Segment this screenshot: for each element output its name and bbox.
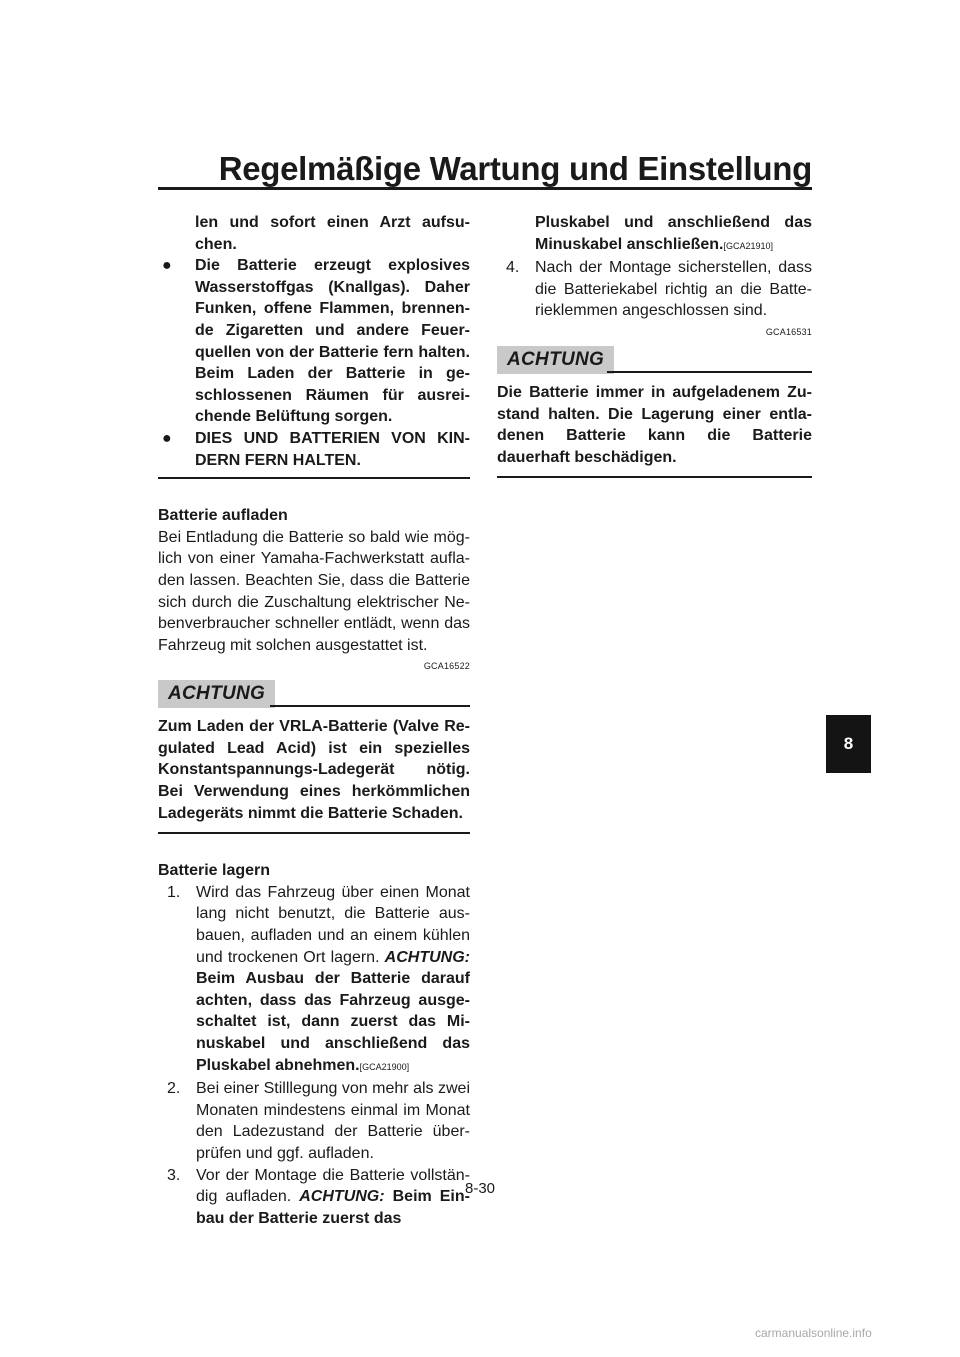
- notice-1-end-rule: [158, 832, 470, 835]
- warning-bullet-1-text: Die Batterie erzeugt explosives Wasserst…: [195, 257, 470, 426]
- step-3: 3. Vor der Montage die Batterie vollstän…: [158, 1165, 470, 1230]
- step-2-text: Bei einer Stilllegung von mehr als zwei …: [196, 1080, 470, 1162]
- section-heading-charge: Batterie aufladen: [158, 507, 288, 525]
- step-3-continued: Pluskabel und anschließend das Minuskabe…: [497, 212, 812, 257]
- section-heading-store: Batterie lagern: [158, 862, 271, 880]
- charge-paragraph: Bei Entladung die Batterie so bald wie m…: [158, 528, 470, 654]
- right-column: Pluskabel und anschließend das Minuskabe…: [497, 212, 812, 479]
- watermark: carmanualsonline.info: [755, 1326, 872, 1340]
- left-column: len und sofort einen Arzt aufsu-chen. ● …: [158, 212, 470, 1229]
- step-1-caution: Beim Ausbau der Batterie darauf achten, …: [196, 970, 470, 1074]
- warning-bullet-2-text: DIES UND BATTERIEN VON KIN-DERN FERN HAL…: [195, 429, 470, 469]
- step-1: 1. Wird das Fahrzeug über einen Monat la…: [158, 882, 470, 1078]
- bullet-dot-icon: ●: [162, 429, 172, 447]
- notice-header-rule: [607, 370, 812, 373]
- step-2-number: 2.: [167, 1080, 181, 1098]
- chapter-tab: 8: [826, 715, 871, 773]
- step-1-achtung: ACHTUNG:: [384, 948, 470, 966]
- title-rule: [158, 187, 812, 190]
- warning-continuation: len und sofort einen Arzt aufsu-chen.: [195, 214, 470, 253]
- step-2: 2. Bei einer Stilllegung von mehr als zw…: [158, 1078, 470, 1164]
- bullet-dot-icon: ●: [162, 257, 172, 275]
- page-number: 8-30: [464, 1180, 496, 1197]
- reference-code: GCA16531: [765, 326, 812, 337]
- notice-header-2: ACHTUNG: [497, 345, 812, 374]
- step-4-text: Nach der Montage sicherstellen, dass die…: [535, 259, 812, 320]
- warning-bullet-2: ● DIES UND BATTERIEN VON KIN-DERN FERN H…: [158, 428, 470, 471]
- step-3-caution-continued: Pluskabel und anschließend das Minuskabe…: [535, 214, 812, 253]
- notice-2-text: Die Batterie immer in aufgeladenem Zu-st…: [497, 383, 812, 466]
- step-1-number: 1.: [167, 883, 181, 901]
- step-3-reference: [GCA21910]: [723, 240, 774, 251]
- step-3-caution: Beim Ein-bau der Batterie zuerst das: [196, 1188, 470, 1227]
- page-title: Regelmäßige Wartung und Einstellung: [218, 150, 813, 187]
- reference-code: GCA16522: [423, 661, 470, 672]
- step-3-text: Vor der Montage die Batterie vollstän-di…: [196, 1166, 470, 1206]
- step-3-number: 3.: [167, 1166, 181, 1184]
- step-4: 4. Nach der Montage sicherstellen, dass …: [497, 257, 812, 322]
- step-1-text: Wird das Fahrzeug über einen Monat lang …: [196, 883, 470, 966]
- notice-header-rule: [270, 705, 470, 708]
- notice-1-text: Zum Laden der VRLA-Batterie (Valve Re-gu…: [158, 718, 470, 822]
- step-1-reference: [GCA21900]: [359, 1061, 410, 1072]
- notice-2-end-rule: [497, 476, 812, 479]
- notice-badge: ACHTUNG: [497, 345, 615, 374]
- notice-header-1: ACHTUNG: [158, 680, 470, 709]
- notice-badge: ACHTUNG: [158, 680, 276, 709]
- step-3-achtung: ACHTUNG:: [299, 1188, 385, 1206]
- warning-end-rule: [158, 477, 470, 480]
- step-4-number: 4.: [506, 259, 520, 277]
- warning-bullet-1: ● Die Batterie erzeugt explosives Wasser…: [158, 255, 470, 428]
